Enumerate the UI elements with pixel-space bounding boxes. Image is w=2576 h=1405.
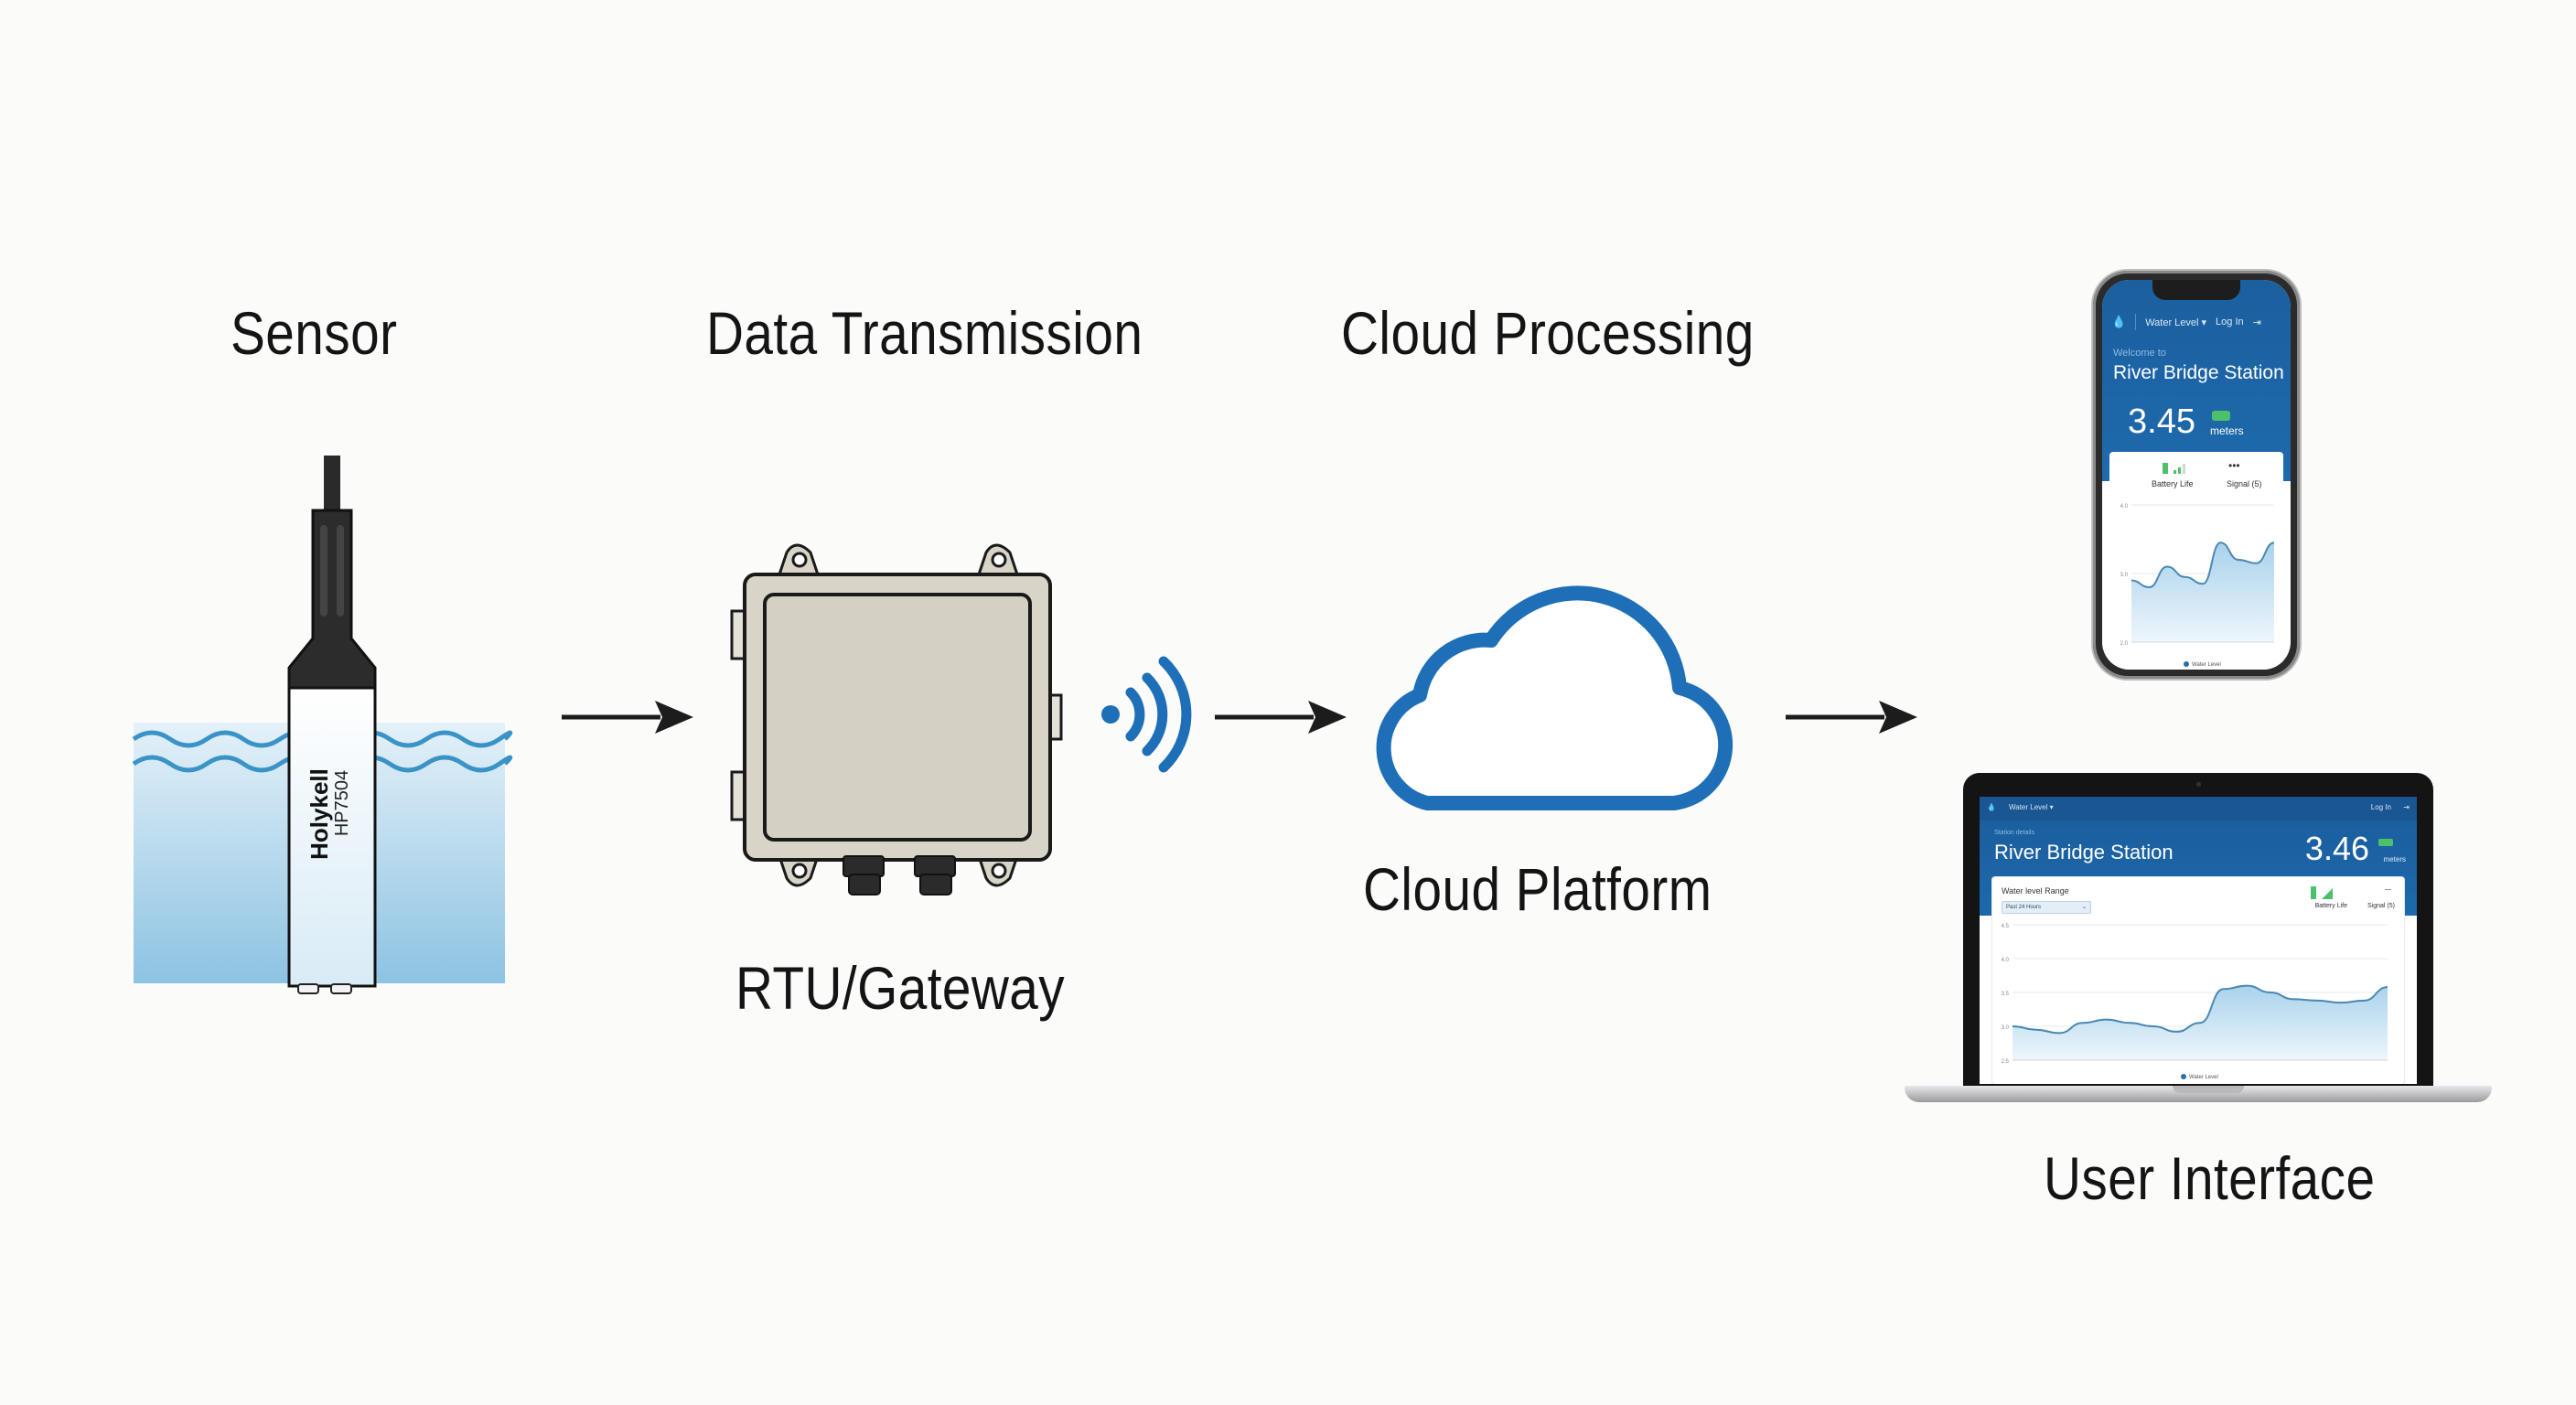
laptop-nav-login[interactable]: Log In <box>2370 803 2391 811</box>
area-fill <box>2131 542 2274 642</box>
sensor-cable <box>324 456 340 510</box>
phone-nav-bar: 💧 Water Level ▾ Log In ⇥ <box>2111 311 2283 333</box>
area-fill <box>2012 985 2388 1060</box>
laptop-more-icon[interactable]: — <box>2385 886 2391 893</box>
phone-nav-menu[interactable]: Water Level ▾ <box>2145 316 2207 328</box>
cloud-platform-label: Cloud Platform <box>1363 855 1712 923</box>
time-range-select[interactable]: Past 24 Hours ⌄ <box>2002 901 2091 914</box>
phone-nav-login[interactable]: Log In <box>2216 316 2244 327</box>
laptop-nav-bar: 💧 Water Level ▾ Log In ⇥ <box>1980 797 2417 820</box>
rtu-gateway-label: RTU/Gateway <box>735 954 1066 1022</box>
laptop-chart-card: Water level Range Past 24 Hours ⌄ Battery… <box>1992 877 2404 1084</box>
enclosure-lid <box>763 593 1032 842</box>
laptop-station-name: River Bridge Station <box>1994 841 2174 863</box>
laptop-nav-menu[interactable]: Water Level ▾ <box>2009 803 2054 811</box>
smartphone: 💧 Water Level ▾ Log In ⇥ Welcome to Rive… <box>2093 271 2300 679</box>
sensor-grip <box>287 509 377 690</box>
phone-welcome: Welcome to <box>2113 348 2166 359</box>
laptop-level-unit: meters <box>2383 855 2406 863</box>
y-tick-label: 3.0 <box>2120 573 2129 578</box>
sensor-body <box>287 686 377 988</box>
stage-title-user-interface: User Interface <box>2044 1144 2376 1212</box>
nav-divider <box>2135 314 2137 330</box>
laptop-screen: 💧 Water Level ▾ Log In ⇥ Station details… <box>1980 797 2417 1084</box>
legend-marker <box>2184 661 2189 667</box>
hinge-bottom <box>730 770 746 821</box>
legend-label: Water Level <box>2189 1075 2218 1080</box>
phone-signal-label: Signal (5) <box>2227 479 2262 488</box>
laptop: 💧 Water Level ▾ Log In ⇥ Station details… <box>1963 773 2433 1093</box>
legend-label: Water Level <box>2192 662 2221 668</box>
wireless-signal-icon <box>1101 656 1192 773</box>
flow-arrow-3 <box>1786 701 1917 734</box>
laptop-subtitle: Station details <box>1994 830 2034 836</box>
y-tick-label: 2.5 <box>2002 1059 2010 1065</box>
series-line-water-level <box>2131 542 2275 589</box>
laptop-logout-icon[interactable]: ⇥ <box>2403 803 2410 811</box>
y-tick-label: 3.0 <box>2002 1025 2010 1031</box>
phone-level-value: 3.45 <box>2128 402 2195 441</box>
laptop-battery-icon <box>2378 839 2393 846</box>
y-tick-label: 4.5 <box>2002 924 2010 929</box>
grip-slots <box>320 525 344 617</box>
time-range-select-value: Past 24 Hours <box>2006 905 2042 910</box>
laptop-logo-icon: 💧 <box>1987 803 1996 811</box>
phone-battery-signal-icon <box>2163 463 2185 474</box>
cloud-icon <box>1376 585 1733 810</box>
y-tick-label: 3.5 <box>2002 992 2010 997</box>
phone-app-header <box>2102 280 2291 481</box>
series-line-water-level <box>2012 984 2388 1035</box>
rtu-gateway-illustration <box>730 543 1063 896</box>
laptop-signal-label: Signal (5) <box>2367 903 2395 909</box>
y-tick-label: 4.0 <box>2002 958 2010 963</box>
chevron-down-icon: ⌄ <box>2081 905 2087 910</box>
legend-marker <box>2181 1074 2186 1079</box>
stage-title-cloud: Cloud Processing <box>1341 299 1755 367</box>
logout-icon[interactable]: ⇥ <box>2252 316 2261 328</box>
phone-battery-label: Battery Life <box>2152 479 2194 488</box>
laptop-level-value: 3.46 <box>2304 830 2369 867</box>
laptop-card-title: Water level Range <box>2002 886 2069 896</box>
battery-icon <box>2212 411 2230 421</box>
sensor-brand: Holykell <box>306 768 333 860</box>
sensor-feet <box>297 983 352 994</box>
laptop-hinge-notch <box>2173 1086 2244 1093</box>
flow-arrow-2 <box>1215 701 1347 734</box>
phone-screen: 💧 Water Level ▾ Log In ⇥ Welcome to Rive… <box>2102 280 2291 670</box>
stage-title-transmission: Data Transmission <box>706 299 1143 367</box>
y-tick-label: 4.0 <box>2120 504 2129 509</box>
laptop-battery-label: Battery Life <box>2314 903 2347 909</box>
sensor-model: HP7504 <box>332 770 352 836</box>
laptop-battery-signal-icon <box>2311 886 2333 899</box>
laptop-camera <box>2196 782 2201 787</box>
water-drop-logo-icon: 💧 <box>2111 315 2127 328</box>
phone-level-unit: meters <box>2210 424 2244 437</box>
y-tick-label: 2.0 <box>2120 641 2129 647</box>
more-icon[interactable]: ••• <box>2228 459 2240 472</box>
laptop-base <box>1905 1086 2492 1102</box>
flow-arrow-1 <box>562 701 693 734</box>
hinge-top <box>730 609 746 660</box>
phone-notch <box>2152 280 2240 300</box>
stage-title-sensor: Sensor <box>231 299 398 367</box>
sensor-illustration: Holykell HP7504 <box>132 456 513 994</box>
cable-glands <box>843 855 956 896</box>
phone-station-name: River Bridge Station <box>2113 362 2284 383</box>
